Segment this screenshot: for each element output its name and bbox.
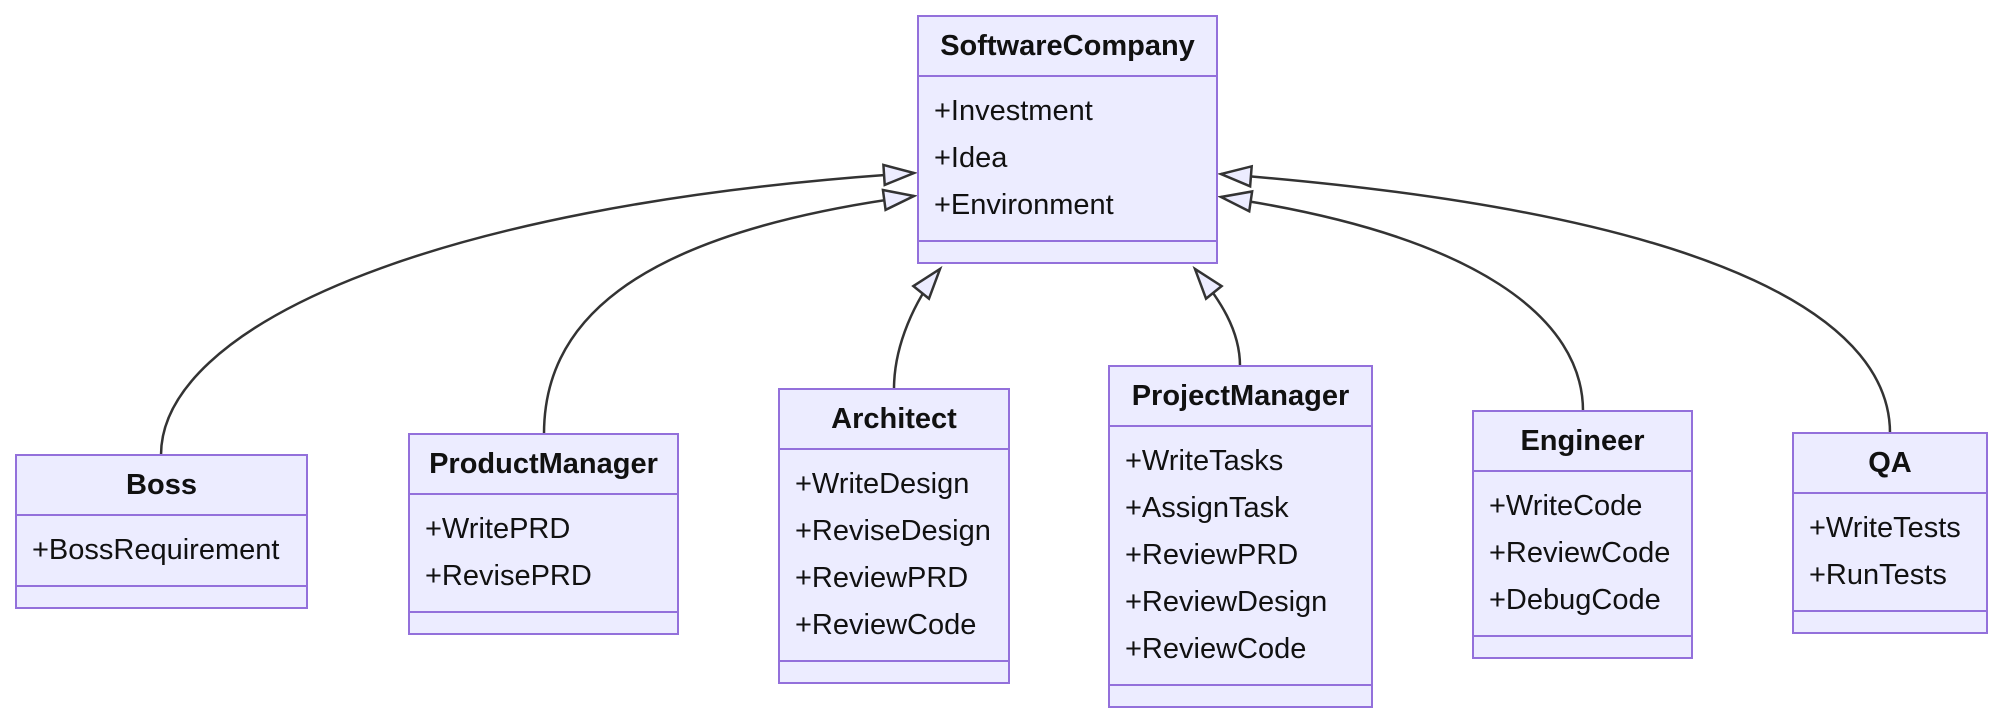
class-member: +ReviewCode: [795, 609, 977, 641]
class-methods-empty: [1474, 635, 1691, 657]
class-member: +WritePRD: [425, 513, 571, 545]
class-members: +BossRequirement: [17, 516, 306, 585]
class-title: Engineer: [1474, 412, 1691, 472]
class-node-architect: Architect +WriteDesign +ReviseDesign +Re…: [778, 388, 1010, 684]
class-member: +AssignTask: [1125, 492, 1289, 524]
class-member: +WriteDesign: [795, 468, 970, 500]
class-node-boss: Boss +BossRequirement: [15, 454, 308, 609]
class-member: +RevisePRD: [425, 560, 592, 592]
class-member: +RunTests: [1809, 559, 1947, 591]
edge-boss-to-softwarecompany: [159, 163, 918, 456]
class-methods-empty: [919, 240, 1216, 262]
edge-engineer-to-softwarecompany: [1217, 189, 1585, 412]
class-members: +WritePRD +RevisePRD: [410, 495, 677, 611]
class-methods-empty: [1110, 684, 1371, 706]
edge-projectmanager-to-softwarecompany: [1192, 265, 1242, 367]
class-member: +ReviewCode: [1125, 633, 1307, 665]
class-node-productmanager: ProductManager +WritePRD +RevisePRD: [408, 433, 679, 635]
class-methods-empty: [780, 660, 1008, 682]
class-title: QA: [1794, 434, 1986, 494]
class-node-projectmanager: ProjectManager +WriteTasks +AssignTask +…: [1108, 365, 1373, 708]
class-member: +BossRequirement: [32, 534, 280, 566]
class-member: +WriteTests: [1809, 512, 1961, 544]
class-members: +WriteCode +ReviewCode +DebugCode: [1474, 472, 1691, 635]
class-methods-empty: [410, 611, 677, 633]
class-member: +ReviewPRD: [795, 562, 969, 594]
class-title: Boss: [17, 456, 306, 516]
class-member: +ReviewPRD: [1125, 539, 1299, 571]
class-member: +WriteCode: [1489, 490, 1643, 522]
class-node-softwarecompany: SoftwareCompany +Investment +Idea +Envir…: [917, 15, 1218, 264]
class-member: +ReviseDesign: [795, 515, 991, 547]
class-title: ProductManager: [410, 435, 677, 495]
edge-architect-to-softwarecompany: [892, 265, 943, 390]
class-member: +WriteTasks: [1125, 445, 1284, 477]
class-member: +ReviewDesign: [1125, 586, 1328, 618]
edge-qa-to-softwarecompany: [1217, 164, 1892, 434]
class-member: +ReviewCode: [1489, 537, 1671, 569]
class-title: ProjectManager: [1110, 367, 1371, 427]
class-node-qa: QA +WriteTests +RunTests: [1792, 432, 1988, 634]
class-members: +WriteTests +RunTests: [1794, 494, 1986, 610]
class-member: +Idea: [934, 142, 1008, 174]
class-node-engineer: Engineer +WriteCode +ReviewCode +DebugCo…: [1472, 410, 1693, 659]
class-members: +Investment +Idea +Environment: [919, 77, 1216, 240]
class-member: +Investment: [934, 95, 1093, 127]
class-title: Architect: [780, 390, 1008, 450]
edge-productmanager-to-softwarecompany: [542, 188, 918, 435]
class-title: SoftwareCompany: [919, 17, 1216, 77]
class-methods-empty: [1794, 610, 1986, 632]
class-methods-empty: [17, 585, 306, 607]
class-members: +WriteDesign +ReviseDesign +ReviewPRD +R…: [780, 450, 1008, 660]
class-member: +DebugCode: [1489, 584, 1661, 616]
class-members: +WriteTasks +AssignTask +ReviewPRD +Revi…: [1110, 427, 1371, 684]
class-member: +Environment: [934, 189, 1114, 221]
